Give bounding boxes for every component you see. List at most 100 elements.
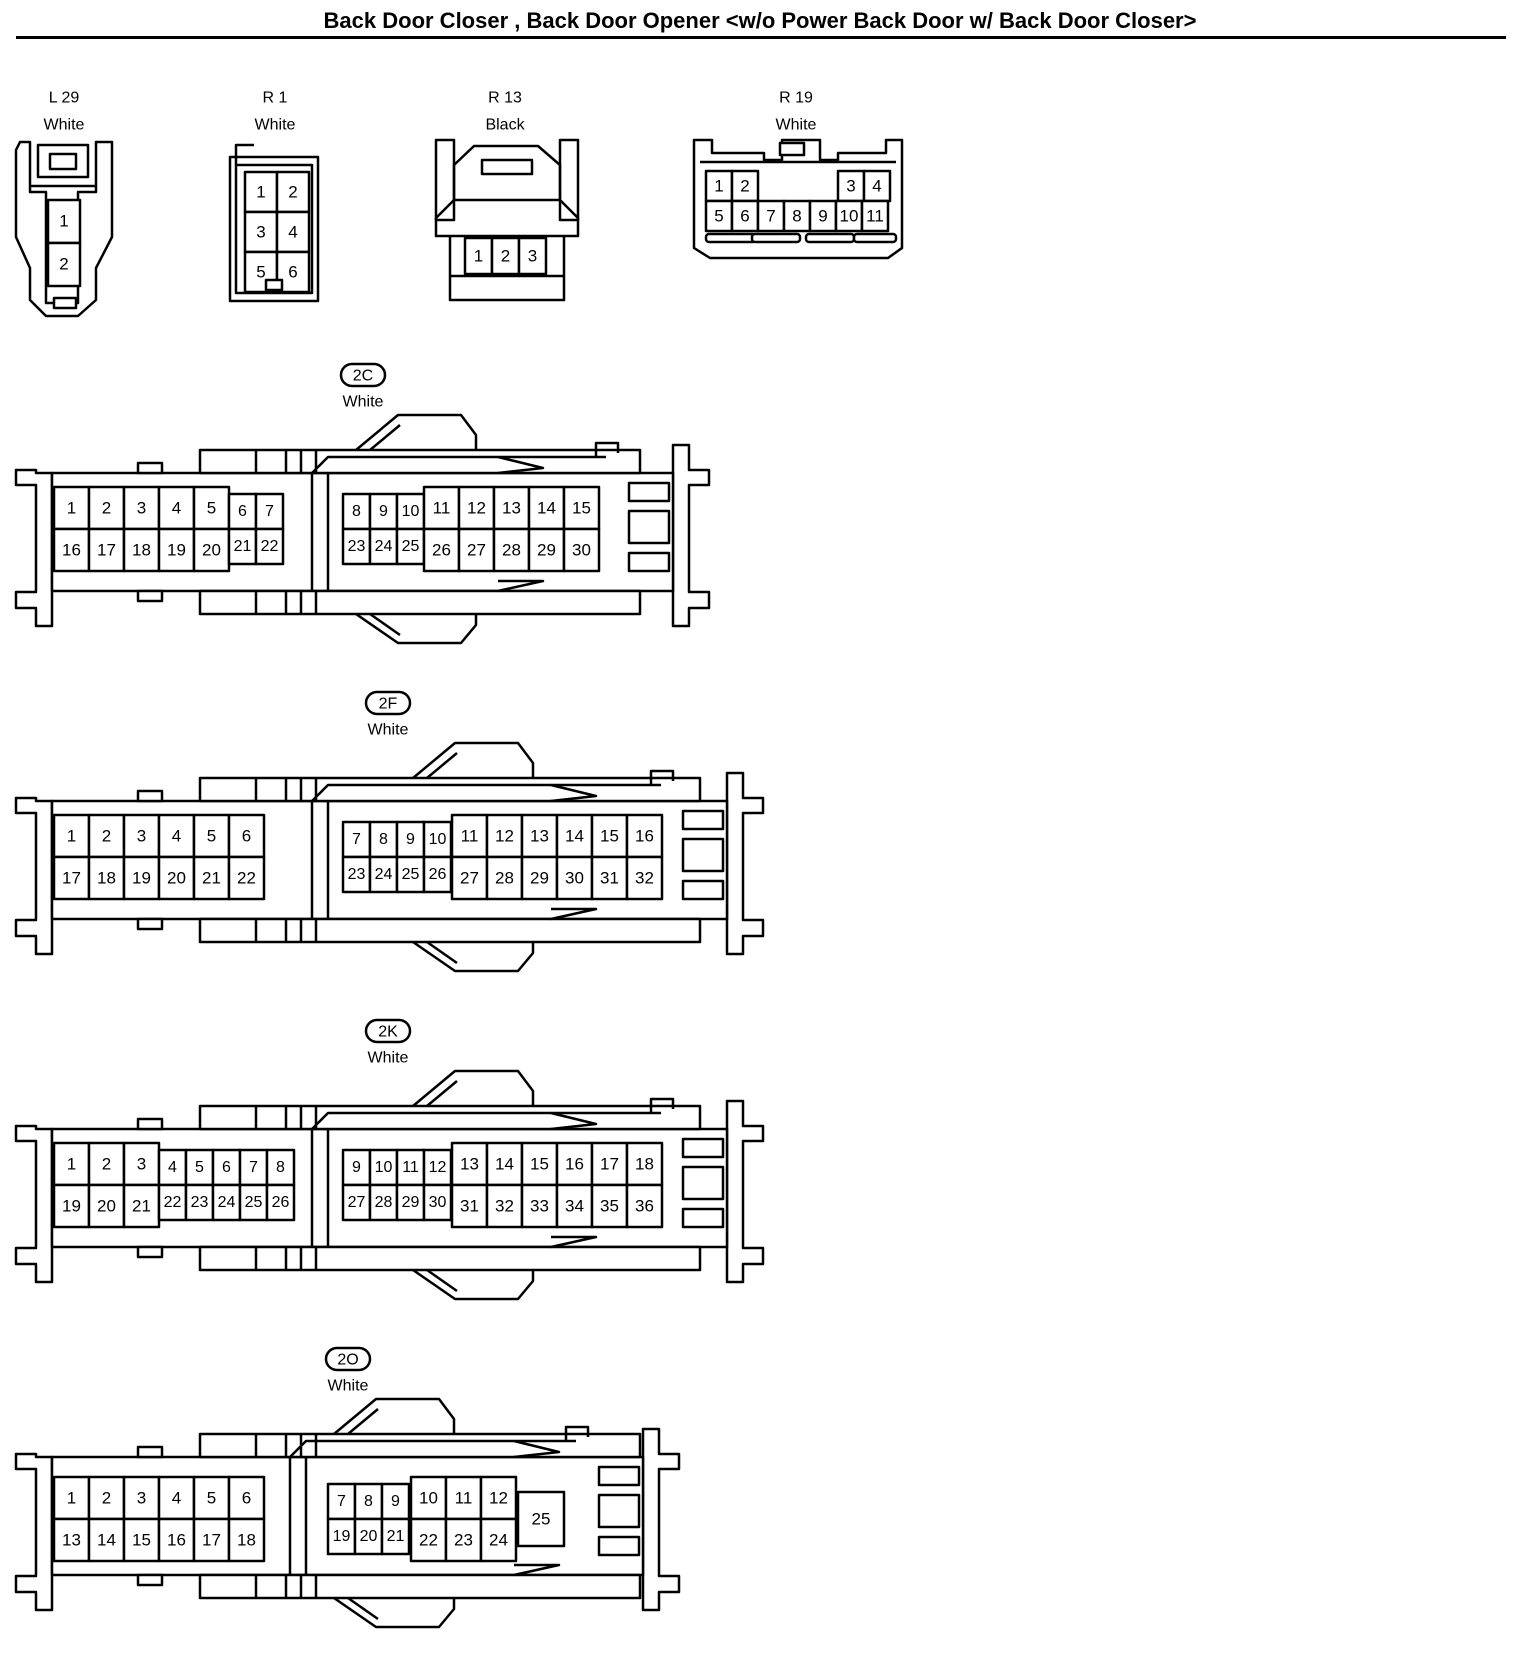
bottom-shell: [198, 1573, 642, 1600]
pin-cell-9: [395, 820, 426, 859]
pin-cell-22: [254, 527, 285, 566]
pin-cell-2: [46, 241, 82, 288]
bottom-hump: [333, 1596, 456, 1629]
pin-number-12: 12: [495, 827, 514, 846]
pin-number-1: 1: [714, 177, 723, 196]
inner-hood: [288, 1439, 576, 1575]
pin-cell-3: [517, 236, 548, 276]
top-hump-edge: [426, 1080, 458, 1107]
bottom-shell: [198, 917, 702, 944]
connector-code: 2F: [379, 696, 398, 713]
pin-cell-25: [516, 1490, 566, 1548]
guide-slot-middle: [627, 509, 671, 545]
pin-number-15: 15: [600, 827, 619, 846]
pin-number-29: 29: [402, 1194, 420, 1211]
guide-slot-bottom: [681, 879, 725, 901]
pin-number-5: 5: [256, 263, 265, 282]
connector-code-badge: [324, 1346, 372, 1372]
top-tab: [136, 1117, 164, 1131]
pin-number-28: 28: [375, 1194, 393, 1211]
pin-cell-28: [368, 1183, 399, 1222]
pin-cell-17: [590, 1141, 629, 1187]
pin-number-7: 7: [766, 207, 775, 226]
pin-number-2: 2: [740, 177, 749, 196]
pin-number-8: 8: [364, 1493, 373, 1510]
top-hump-edge: [426, 752, 458, 779]
pin-number-6: 6: [242, 827, 251, 846]
pin-number-5: 5: [714, 207, 723, 226]
top-hump-edge: [347, 1408, 379, 1435]
pin-cell-6: [211, 1148, 242, 1187]
housing-outline: [14, 140, 114, 318]
end-flange-right: [671, 443, 711, 628]
pin-number-19: 19: [132, 869, 151, 888]
pin-number-6: 6: [238, 503, 247, 520]
pin-number-19: 19: [167, 541, 186, 560]
bottom-tab: [136, 589, 164, 603]
guide-slot-top: [681, 809, 725, 831]
pin-cell-9: [380, 1482, 411, 1521]
pin-cell-35: [590, 1183, 629, 1229]
pin-number-25: 25: [402, 538, 420, 555]
pin-cell-25: [238, 1183, 269, 1222]
pin-number-29: 29: [530, 869, 549, 888]
pin-number-29: 29: [537, 541, 556, 560]
pin-number-7: 7: [337, 1493, 346, 1510]
pin-cell-24: [479, 1517, 518, 1563]
end-flange-right: [725, 771, 765, 956]
inner-hood: [310, 455, 606, 591]
pin-number-3: 3: [137, 1489, 146, 1508]
bottom-arrow: [513, 1563, 561, 1577]
pin-number-32: 32: [635, 869, 654, 888]
pin-number-2: 2: [288, 183, 297, 202]
inner-hood: [310, 1111, 661, 1247]
pin-cell-18: [122, 527, 161, 573]
pin-cell-25: [395, 855, 426, 894]
pin-number-19: 19: [333, 1528, 351, 1545]
pin-number-6: 6: [288, 263, 297, 282]
pin-number-17: 17: [202, 1531, 221, 1550]
guide-slot-middle: [597, 1493, 641, 1529]
connector-name: R 13: [488, 90, 522, 107]
connector-code-badge: [339, 362, 387, 388]
pin-number-2: 2: [102, 1489, 111, 1508]
bottom-tab: [136, 1245, 164, 1259]
pin-cell-16: [52, 527, 91, 573]
pin-number-6: 6: [740, 207, 749, 226]
pin-number-10: 10: [419, 1489, 438, 1508]
left-rail: [434, 138, 456, 222]
bottom-hump-edge: [426, 1268, 458, 1293]
pin-number-18: 18: [237, 1531, 256, 1550]
pin-number-22: 22: [419, 1531, 438, 1550]
pin-number-14: 14: [537, 499, 556, 518]
bottom-hump-edge: [347, 1596, 379, 1621]
pin-number-20: 20: [360, 1528, 378, 1545]
pin-number-6: 6: [222, 1159, 231, 1176]
top-hump-edge: [369, 424, 401, 451]
page-title: Back Door Closer , Back Door Opener <w/o…: [323, 8, 1197, 33]
bottom-arrow: [550, 907, 598, 921]
pin-number-5: 5: [207, 499, 216, 518]
pin-number-11: 11: [461, 827, 479, 846]
pin-cell-28: [492, 527, 531, 573]
pin-cell-16: [555, 1141, 594, 1187]
guide-slot-bottom: [597, 1535, 641, 1557]
connector-name: R 1: [263, 90, 288, 107]
pin-number-12: 12: [489, 1489, 508, 1508]
pin-number-13: 13: [502, 499, 521, 518]
pin-cell-29: [520, 855, 559, 901]
lock-tab: [649, 769, 675, 785]
pin-number-30: 30: [429, 1194, 447, 1211]
pin-number-11: 11: [866, 207, 884, 226]
pin-cell-15: [122, 1517, 161, 1563]
pin-number-27: 27: [467, 541, 486, 560]
guide-slot: [804, 232, 856, 244]
pin-number-10: 10: [840, 207, 859, 226]
top-arrow: [513, 1439, 561, 1459]
pin-number-12: 12: [467, 499, 486, 518]
